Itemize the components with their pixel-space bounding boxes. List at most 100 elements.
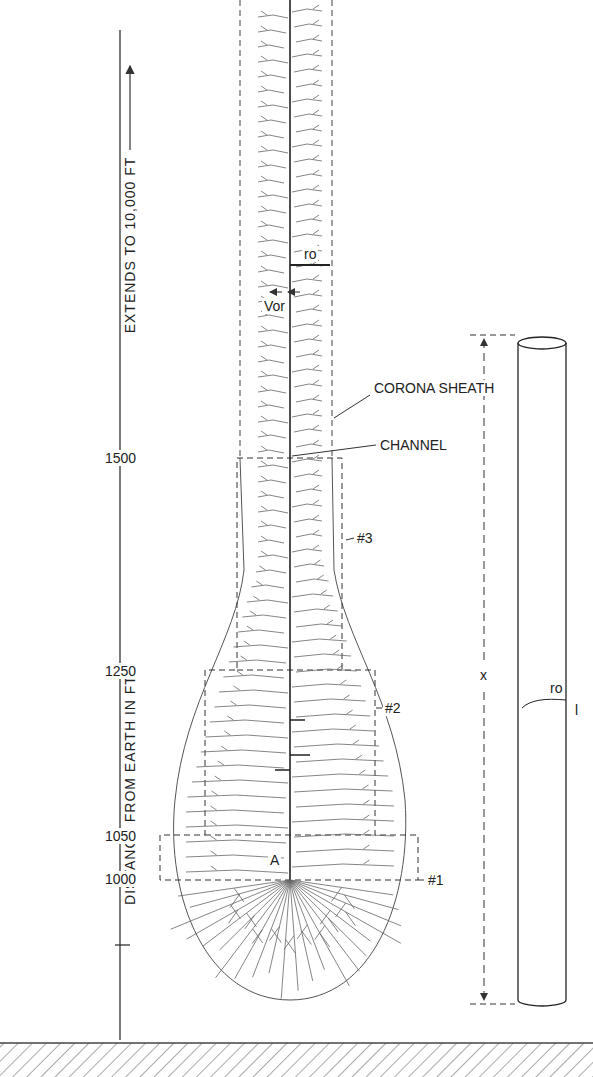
corona-streamer	[258, 86, 284, 93]
corona-streamer	[292, 365, 322, 372]
corona-streamer	[258, 491, 284, 498]
corona-streamer	[294, 65, 322, 72]
corona-streamer	[258, 476, 286, 483]
axis-tick	[115, 944, 130, 945]
corona-streamer	[290, 880, 401, 926]
dimension-extension	[470, 335, 515, 336]
length-label: l	[573, 702, 580, 718]
corona-streamer	[292, 770, 388, 777]
corona-streamer	[192, 776, 288, 783]
corona-streamer	[296, 485, 322, 492]
corona-streamer	[258, 281, 288, 288]
corona-streamer	[294, 650, 351, 657]
corona-streamer	[292, 410, 322, 417]
corona-streamer	[258, 461, 288, 468]
corona-streamer	[294, 695, 366, 702]
corona-streamer	[294, 740, 379, 747]
corona-streamer	[292, 545, 322, 552]
corona-streamer	[258, 56, 288, 63]
corona-streamer	[294, 425, 322, 432]
corona-streamer	[296, 620, 342, 627]
corona-streamer	[296, 350, 322, 357]
corona-streamer	[290, 880, 401, 943]
corona-streamer	[292, 680, 361, 687]
corona-sheath-boundary	[240, 0, 241, 458]
axis-value: 1500	[103, 450, 138, 466]
corona-streamer	[296, 710, 370, 717]
axis-value: 1050	[103, 828, 138, 844]
leader-line	[376, 708, 382, 709]
corona-streamer	[296, 305, 322, 312]
corona-streamer	[292, 95, 322, 102]
corona-streamer	[171, 880, 290, 929]
corona-streamer	[292, 140, 322, 147]
point-label: A	[268, 852, 281, 868]
corona-streamer	[258, 386, 286, 393]
corona-streamer	[210, 716, 284, 723]
axis-value: 1250	[103, 663, 138, 679]
corona-streamer	[247, 596, 288, 603]
corona-streamer	[294, 830, 394, 837]
corona-streamer	[296, 845, 394, 852]
corona-streamer	[292, 500, 322, 507]
corona-streamer	[186, 806, 284, 813]
corona-streamer	[292, 230, 322, 237]
earth-surface	[0, 1042, 593, 1044]
corona-streamer	[294, 515, 322, 522]
corona-streamer	[256, 566, 286, 573]
corona-streamer	[294, 605, 338, 612]
corona-streamer	[292, 50, 322, 57]
corona-streamer	[258, 251, 286, 258]
corona-streamer	[219, 686, 288, 693]
corona-streamer	[258, 161, 286, 168]
corona-streamer	[258, 206, 286, 213]
corona-streamer	[178, 880, 290, 902]
up-arrow	[129, 66, 130, 150]
corona-streamer	[258, 536, 284, 543]
corona-streamer	[296, 125, 322, 132]
radius-label: ro	[302, 246, 318, 262]
axis-value: 1000	[103, 871, 138, 887]
axis-note: EXTENDS TO 10,000 FT	[122, 155, 138, 336]
corona-streamer	[296, 530, 322, 537]
corona-streamer	[296, 170, 322, 177]
corona-streamer	[292, 815, 394, 822]
corona-streamer	[220, 880, 291, 950]
corona-streamer	[292, 725, 375, 732]
corona-streamer	[251, 581, 284, 588]
section-boxes	[160, 458, 418, 880]
corona-streamers	[171, 5, 401, 999]
channel-mark	[275, 769, 290, 771]
radius-label: ro	[548, 680, 564, 696]
part-label: CHANNEL	[378, 437, 449, 453]
corona-streamer	[294, 470, 322, 477]
corona-sheath-boundary	[332, 0, 333, 458]
corona-streamer	[258, 371, 288, 378]
corona-streamer	[294, 335, 322, 342]
vor-arrow	[270, 292, 282, 293]
corona-streamer	[258, 401, 284, 408]
radius-line	[522, 699, 566, 708]
corona-streamer	[258, 431, 286, 438]
callout-number: #3	[355, 530, 375, 546]
corona-streamer	[258, 101, 288, 108]
distance-axis	[119, 30, 120, 1040]
corona-streamer	[229, 656, 286, 663]
corona-streamer	[258, 221, 284, 228]
corona-streamer	[294, 200, 322, 207]
corona-streamer	[258, 11, 288, 18]
corona-streamer	[233, 641, 288, 648]
corona-streamer	[292, 860, 394, 867]
corona-streamer	[186, 836, 286, 843]
corona-streamer	[258, 521, 286, 528]
callout-number: #2	[383, 700, 403, 716]
corona-streamer	[258, 71, 286, 78]
corona-streamer	[201, 746, 286, 753]
corona-streamer	[292, 5, 322, 12]
corona-streamer	[296, 215, 322, 222]
channel	[289, 0, 291, 880]
corona-streamer	[258, 41, 284, 48]
corona-streamer	[258, 416, 288, 423]
radius-line	[290, 264, 330, 266]
